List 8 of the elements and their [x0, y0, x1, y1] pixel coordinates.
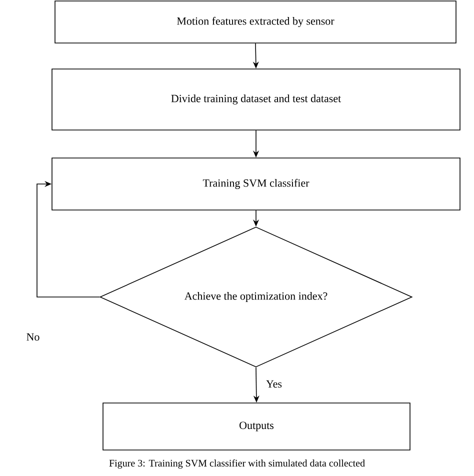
process-box: Training SVM classifier — [52, 158, 460, 210]
caption: Figure 3: Training SVM classifier with simulated data collected — [109, 459, 365, 469]
process-box: Motion features extracted by sensor — [54, 0, 456, 44]
process-box: Divide training dataset and test dataset — [52, 68, 460, 130]
arrow — [36, 180, 100, 298]
edge-label: Yes — [265, 379, 283, 389]
process-box: Outputs — [102, 402, 410, 450]
edge-label: No — [25, 332, 41, 342]
